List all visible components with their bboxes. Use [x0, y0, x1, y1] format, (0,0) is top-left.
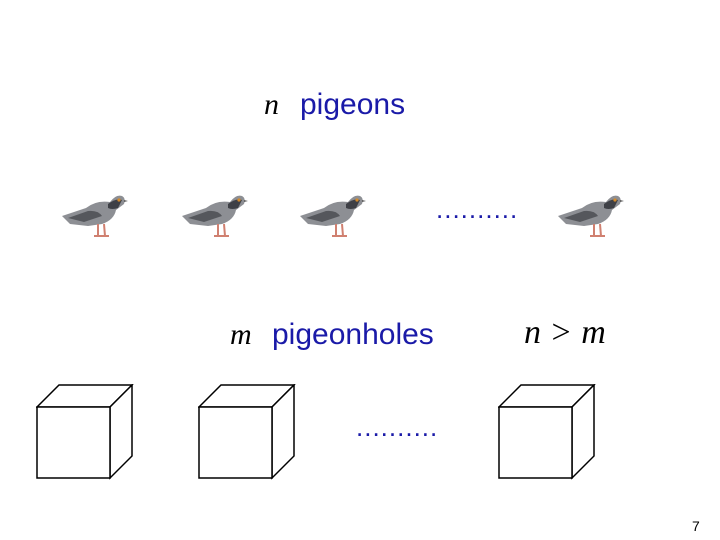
- hole-count-variable: m: [230, 318, 252, 351]
- pigeon-icon: [58, 186, 128, 242]
- pigeons-label: pigeons: [300, 88, 406, 121]
- pigeon-icon: [554, 186, 624, 242]
- pigeons-ellipsis: ..........: [436, 194, 519, 224]
- pigeon-icon: [296, 186, 366, 242]
- pigeonholes-label: pigeonholes: [272, 318, 434, 351]
- pigeon-icon: [178, 186, 248, 242]
- inequality-operator: >: [551, 314, 571, 351]
- pigeon-count-variable: n: [264, 88, 279, 121]
- pigeonhole-box: [198, 384, 298, 480]
- pigeonhole-box: [36, 384, 136, 480]
- inequality-rhs: m: [581, 314, 606, 351]
- pigeonholes-ellipsis: ..........: [356, 412, 439, 442]
- inequality: n > m: [524, 314, 606, 352]
- pigeonhole-box: [498, 384, 598, 480]
- inequality-lhs: n: [524, 314, 541, 351]
- page-number: 7: [692, 518, 700, 534]
